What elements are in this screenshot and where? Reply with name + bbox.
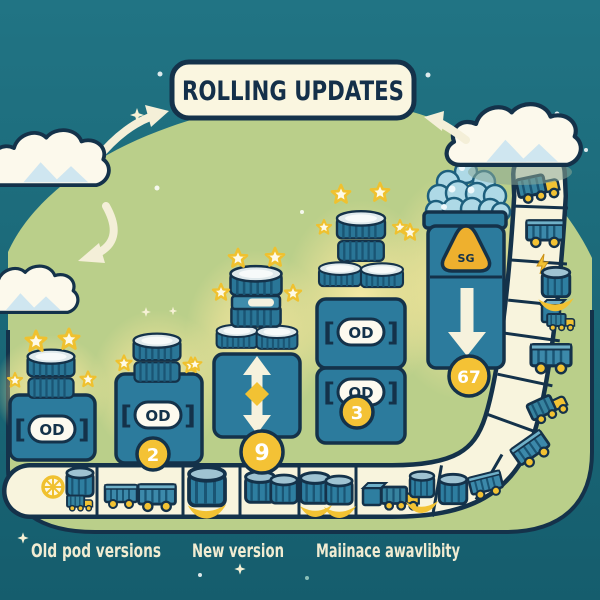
- pod-cap-icon: [337, 211, 385, 238]
- target-icon: [41, 475, 65, 499]
- pod-cap-icon: [361, 263, 403, 287]
- barrel-icon: [269, 473, 299, 505]
- title-banner: ROLLING UPDATES: [169, 59, 417, 121]
- badge-text: 2: [147, 445, 160, 466]
- bracket-right: ]: [78, 415, 90, 445]
- arrow-down-left-icon: [78, 202, 118, 263]
- road-strip: [2, 146, 576, 519]
- pod-label-text: OD: [39, 421, 64, 439]
- legend: Old pod versions New version Maiinace aw…: [31, 540, 460, 562]
- pod-cap-icon: [28, 350, 75, 377]
- pod-cap-icon: [27, 377, 75, 399]
- pod-cap-icon: [134, 334, 181, 361]
- pod-label: [ ] OD: [120, 400, 196, 431]
- pod-label-text: OD: [145, 407, 170, 425]
- pod-label-text: OD: [348, 324, 373, 342]
- page-title: ROLLING UPDATES: [182, 76, 404, 107]
- barrel-icon: [324, 474, 354, 506]
- pod-label: [ ] OD: [14, 414, 90, 445]
- barrel-icon: [65, 466, 95, 498]
- barrel-icon: [187, 465, 227, 508]
- legend-old-pod-versions: Old pod versions: [31, 540, 161, 562]
- barrel-icon: [437, 472, 469, 506]
- version-badge-67: 67: [447, 354, 491, 398]
- container-group-5: SG: [422, 159, 512, 370]
- pod-cap-icon: [231, 266, 282, 295]
- badge-text: 9: [254, 441, 269, 466]
- container-group-1: [ ] OD: [8, 350, 97, 462]
- bracket-left: [: [120, 401, 132, 431]
- badge-text: 67: [457, 368, 481, 388]
- warning-label-text: SG: [458, 252, 475, 265]
- road-dividers: [95, 204, 569, 517]
- pod-cap-icon: [319, 262, 361, 286]
- bracket-right: ]: [387, 318, 399, 348]
- road-cell-two-barrels-splash: [299, 471, 356, 518]
- legend-new-version: New version: [192, 540, 284, 562]
- bracket-left: [: [14, 415, 26, 445]
- pod-cap-icon: [337, 239, 385, 263]
- legend-availability: Maiinace awavlibity: [316, 540, 460, 562]
- version-badge-9: 9: [239, 429, 285, 475]
- barrel-icon: [408, 470, 436, 499]
- container-group-3: [212, 266, 302, 439]
- warning-triangle-icon: SG: [440, 224, 492, 273]
- bracket-left: [: [323, 378, 335, 408]
- barrel-icon: [540, 265, 572, 299]
- pod-cap-icon: [217, 325, 258, 348]
- arrow-to-banner-icon: [424, 111, 470, 144]
- version-badge-3: 3: [339, 394, 375, 430]
- pod-label: [ ] OD: [323, 317, 399, 348]
- bracket-left: [: [323, 318, 335, 348]
- badge-text: 3: [351, 403, 364, 424]
- container-group-2: [ ] OD: [114, 334, 204, 465]
- version-badge-2: 2: [135, 436, 171, 472]
- bracket-right: ]: [387, 378, 399, 408]
- cap-band: [230, 294, 282, 311]
- banner-plate: [169, 59, 417, 121]
- bracket-right: ]: [184, 401, 196, 431]
- rollback-arrow-icon: [448, 288, 486, 356]
- pod-cap-icon: [133, 361, 181, 383]
- pod-cap-icon: [257, 326, 298, 349]
- scale-arrow-icon: [243, 356, 271, 434]
